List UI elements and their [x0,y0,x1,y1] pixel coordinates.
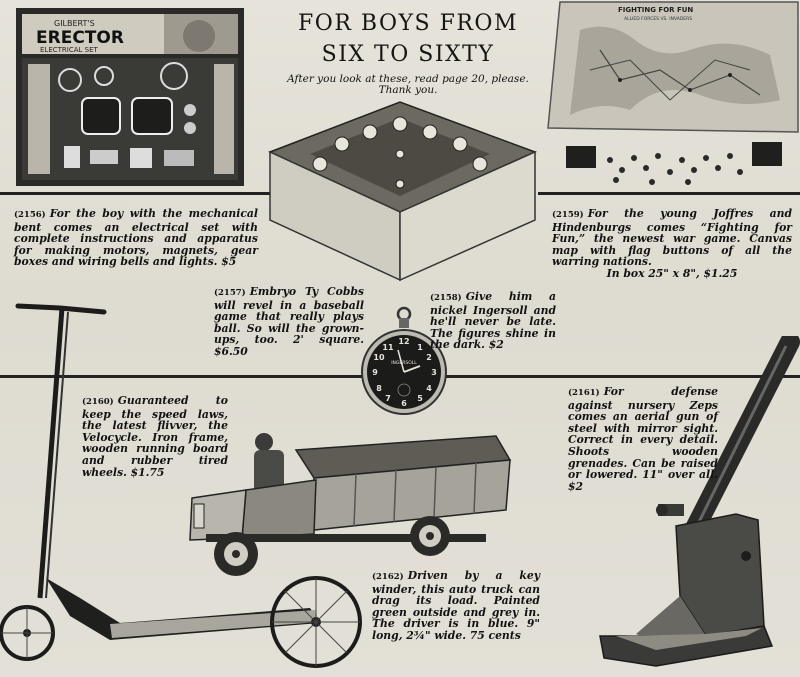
war-game-map-image: FIGHTING FOR FUN ALLIED FORCES VS. INVAD… [547,1,799,185]
svg-text:4: 4 [426,384,432,393]
erector-set-image: GILBERT'S ERECTOR ELECTRICAL SET [16,8,244,186]
divider-top [0,192,278,195]
page-subnote: After you look at these, read page 20, p… [287,73,529,96]
caption-war-game: (2159)For the young Joffres and Hindenbu… [552,208,792,280]
item-price: In box 25" x 8", $1.25 [606,266,738,280]
item-number: (2162) [372,572,404,582]
svg-text:1: 1 [417,343,423,352]
map-subtitle: ALLIED FORCES VS. INVADERS [624,16,692,22]
erector-brand: GILBERT'S [54,19,95,28]
erector-subtitle: ELECTRICAL SET [40,46,99,54]
svg-text:9: 9 [372,368,378,377]
aerial-gun-image [599,336,800,667]
scooter-image [0,303,362,668]
svg-text:8: 8 [376,384,382,393]
svg-text:10: 10 [373,353,385,362]
toy-truck-image [189,433,512,576]
svg-text:11: 11 [382,343,394,352]
headline-line-2: SIX TO SIXTY [321,42,495,67]
item-description: Driven by a key winder, this auto truck … [372,569,540,642]
svg-text:3: 3 [431,368,437,377]
svg-text:7: 7 [385,394,391,403]
map-title: FIGHTING FOR FUN [618,6,693,14]
item-description: For the boy with the mechanical bent com… [14,207,258,269]
item-description: For defense against nursery Zeps comes a… [568,385,718,493]
caption-pocket-watch: (2158)Give him a nickel Ingersoll and he… [430,291,556,351]
svg-text:2: 2 [426,353,432,362]
svg-text:6: 6 [401,399,407,408]
item-description: For the young Joffres and Hindenburgs co… [552,207,792,269]
item-description: Give him a nickel Ingersoll and he'll ne… [430,290,556,352]
item-number: (2159) [552,210,584,220]
item-number: (2157) [214,288,246,298]
item-number: (2158) [430,293,462,303]
item-number: (2161) [568,388,600,398]
caption-erector-set: (2156)For the boy with the mechanical be… [14,208,258,268]
caption-baseball-game: (2157)Embryo Ty Cobbs will revel in a ba… [214,286,364,358]
item-description: Guaranteed to keep the speed laws, the l… [82,394,228,479]
item-description: Embryo Ty Cobbs will revel in a baseball… [214,285,364,358]
item-number: (2160) [82,397,114,407]
divider-top-right [538,192,800,195]
caption-toy-truck: (2162)Driven by a key winder, this auto … [372,570,540,642]
svg-text:12: 12 [398,337,409,346]
headline-line-1: FOR BOYS FROM [298,11,518,36]
item-number: (2156) [14,210,46,220]
svg-text:5: 5 [417,394,423,403]
erector-title: ERECTOR [36,28,124,48]
caption-aerial-gun: (2161)For defense against nursery Zeps c… [568,386,718,492]
baseball-game-image [268,101,537,282]
page-headline: FOR BOYS FROM SIX TO SIXTY [283,8,533,70]
caption-velocycle: (2160)Guaranteed to keep the speed laws,… [82,395,228,478]
watch-brand: INGERSOLL [391,360,417,366]
